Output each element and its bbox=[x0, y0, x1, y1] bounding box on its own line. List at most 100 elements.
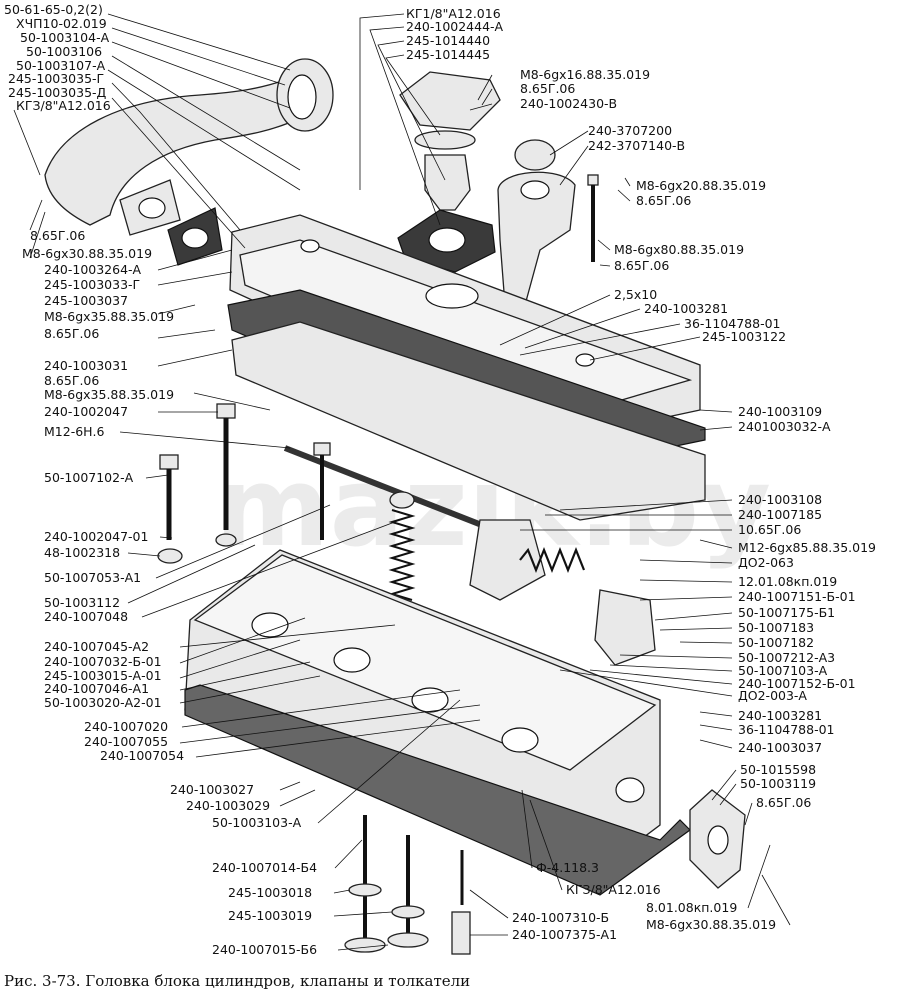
head-gasket bbox=[184, 684, 691, 896]
label-right-14: 240-1003109 bbox=[738, 404, 822, 419]
label-left-15: 8.65Г.06 bbox=[44, 326, 99, 341]
label-left-24: 50-1007053-А1 bbox=[44, 570, 141, 585]
label-left-17: 8.65Г.06 bbox=[44, 373, 99, 388]
figure-caption: Рис. 3-73. Головка блока цилиндров, клап… bbox=[4, 972, 470, 990]
labels-bottom: Ф-4.118.3 КГЗ/8"А12.016 240-1007310-Б 24… bbox=[512, 860, 661, 942]
label-left-26: 240-1007048 bbox=[44, 609, 128, 624]
label-left-3: 50-1003104-А bbox=[20, 30, 110, 45]
label-left-23: 48-1002318 bbox=[44, 545, 120, 560]
label-right-24: 50-1007183 bbox=[738, 620, 814, 635]
label-right-27: 50-1007103-А bbox=[738, 663, 828, 678]
label-bottom-1: Ф-4.118.3 bbox=[536, 860, 599, 875]
label-left-20: М12-6Н.6 bbox=[44, 424, 105, 439]
label-right-22: 240-1007151-Б-01 bbox=[738, 589, 856, 604]
label-right-28: 240-1007152-Б-01 bbox=[738, 676, 856, 691]
label-left-18: М8-6gх35.88.35.019 bbox=[44, 387, 174, 402]
label-left-19: 240-1002047 bbox=[44, 404, 128, 419]
label-left-21: 50-1007102-А bbox=[44, 470, 134, 485]
label-left-11: 240-1003264-А bbox=[44, 262, 142, 277]
label-right-35: 8.65Г.06 bbox=[756, 795, 811, 810]
thermostat-housing bbox=[397, 71, 501, 273]
label-left-10: М8-6gх30.88.35.019 bbox=[22, 246, 152, 261]
label-bottom-4: 240-1007375-А1 bbox=[512, 927, 617, 942]
label-left-40: 245-1003019 bbox=[228, 908, 312, 923]
intake-gasket bbox=[167, 207, 223, 266]
leader-lines bbox=[13, 13, 791, 951]
label-right-33: 50-1015598 bbox=[740, 762, 816, 777]
label-right-23: 50-1007175-Б1 bbox=[738, 605, 835, 620]
label-left-39: 245-1003018 bbox=[228, 885, 312, 900]
valve-cover-gaskets bbox=[227, 289, 706, 521]
label-left-4: 50-1003106 bbox=[26, 44, 102, 59]
label-left-38: 240-1007014-Б4 bbox=[212, 860, 317, 875]
label-top-1: КГ1/8"А12.016 bbox=[406, 6, 501, 21]
label-right-9: 8.65Г.06 bbox=[614, 258, 669, 273]
label-left-14: М8-6gх35.88.35.019 bbox=[44, 309, 174, 324]
label-left-16: 240-1003031 bbox=[44, 358, 128, 373]
label-right-15: 2401003032-А bbox=[738, 419, 831, 434]
label-right-21: 12.01.08кп.019 bbox=[738, 574, 837, 589]
labels-top: КГ1/8"А12.016 240-1002444-А 245-1014440 … bbox=[406, 6, 504, 62]
label-right-2: 8.65Г.06 bbox=[520, 81, 575, 96]
label-left-25: 50-1003112 bbox=[44, 595, 120, 610]
label-left-9: 8.65Г.06 bbox=[30, 228, 85, 243]
label-right-19: М12-6gх85.88.35.019 bbox=[738, 540, 876, 555]
label-right-20: ДО2-063 bbox=[738, 555, 794, 570]
label-right-11: 240-1003281 bbox=[644, 301, 728, 316]
label-right-3: 240-1002430-В bbox=[520, 96, 617, 111]
label-left-32: 240-1007020 bbox=[84, 719, 168, 734]
label-right-13: 245-1003122 bbox=[702, 329, 786, 344]
sensor-housing bbox=[497, 139, 576, 306]
label-right-5: 242-3707140-В bbox=[588, 138, 685, 153]
label-top-3: 245-1014440 bbox=[406, 33, 490, 48]
label-left-2: ХЧП10-02.019 bbox=[16, 16, 107, 31]
label-right-37: М8-6gх30.88.35.019 bbox=[646, 917, 776, 932]
label-left-8: КГЗ/8"А12.016 bbox=[16, 98, 111, 113]
valves-and-tappets bbox=[344, 815, 471, 955]
label-right-26: 50-1007212-А3 bbox=[738, 650, 835, 665]
label-right-34: 50-1003119 bbox=[740, 776, 816, 791]
label-left-27: 240-1007045-А2 bbox=[44, 639, 149, 654]
label-left-28: 240-1007032-Б-01 bbox=[44, 654, 162, 669]
label-right-30: 240-1003281 bbox=[738, 708, 822, 723]
label-left-35: 240-1003027 bbox=[170, 782, 254, 797]
label-bottom-3: 240-1007310-Б bbox=[512, 910, 609, 925]
label-left-36: 240-1003029 bbox=[186, 798, 270, 813]
label-right-8: М8-6gх80.88.35.019 bbox=[614, 242, 744, 257]
long-bolt-m8x80 bbox=[587, 174, 599, 262]
labels-right: М8-6gх16.88.35.019 8.65Г.06 240-1002430-… bbox=[520, 67, 876, 932]
label-left-33: 240-1007055 bbox=[84, 734, 168, 749]
label-left-22: 240-1002047-01 bbox=[44, 529, 148, 544]
label-right-25: 50-1007182 bbox=[738, 635, 814, 650]
label-right-17: 240-1007185 bbox=[738, 507, 822, 522]
label-left-41: 240-1007015-Б6 bbox=[212, 942, 317, 957]
label-left-37: 50-1003103-А bbox=[212, 815, 302, 830]
labels-left: 50-61-65-0,2(2) ХЧП10-02.019 50-1003104-… bbox=[4, 2, 317, 957]
rocker-spring bbox=[519, 547, 586, 573]
valve-cover bbox=[229, 214, 701, 441]
cylinder-head bbox=[184, 549, 661, 871]
label-right-36: 8.01.08кп.019 bbox=[646, 900, 737, 915]
label-left-31: 50-1003020-А2-01 bbox=[44, 695, 162, 710]
label-left-29: 245-1003015-А-01 bbox=[44, 668, 162, 683]
side-cover-plate bbox=[689, 789, 746, 889]
label-right-32: 240-1003037 bbox=[738, 740, 822, 755]
label-left-34: 240-1007054 bbox=[100, 748, 184, 763]
label-left-30: 240-1007046-А1 bbox=[44, 681, 149, 696]
label-left-12: 245-1003033-Г bbox=[44, 277, 140, 292]
label-left-7: 245-1003035-Д bbox=[8, 85, 107, 100]
label-top-2: 240-1002444-А bbox=[406, 19, 504, 34]
label-right-10: 2,5х10 bbox=[614, 287, 657, 302]
intake-pipe bbox=[44, 58, 334, 236]
label-right-4: 240-3707200 bbox=[588, 123, 672, 138]
label-right-16: 240-1003108 bbox=[738, 492, 822, 507]
label-left-1: 50-61-65-0,2(2) bbox=[4, 2, 103, 17]
label-right-18: 10.65Г.06 bbox=[738, 522, 801, 537]
label-bottom-2: КГЗ/8"А12.016 bbox=[566, 882, 661, 897]
label-right-6: М8-6gх20.88.35.019 bbox=[636, 178, 766, 193]
label-left-6: 245-1003035-Г bbox=[8, 71, 104, 86]
label-right-1: М8-6gх16.88.35.019 bbox=[520, 67, 650, 82]
label-top-4: 245-1014445 bbox=[406, 47, 490, 62]
